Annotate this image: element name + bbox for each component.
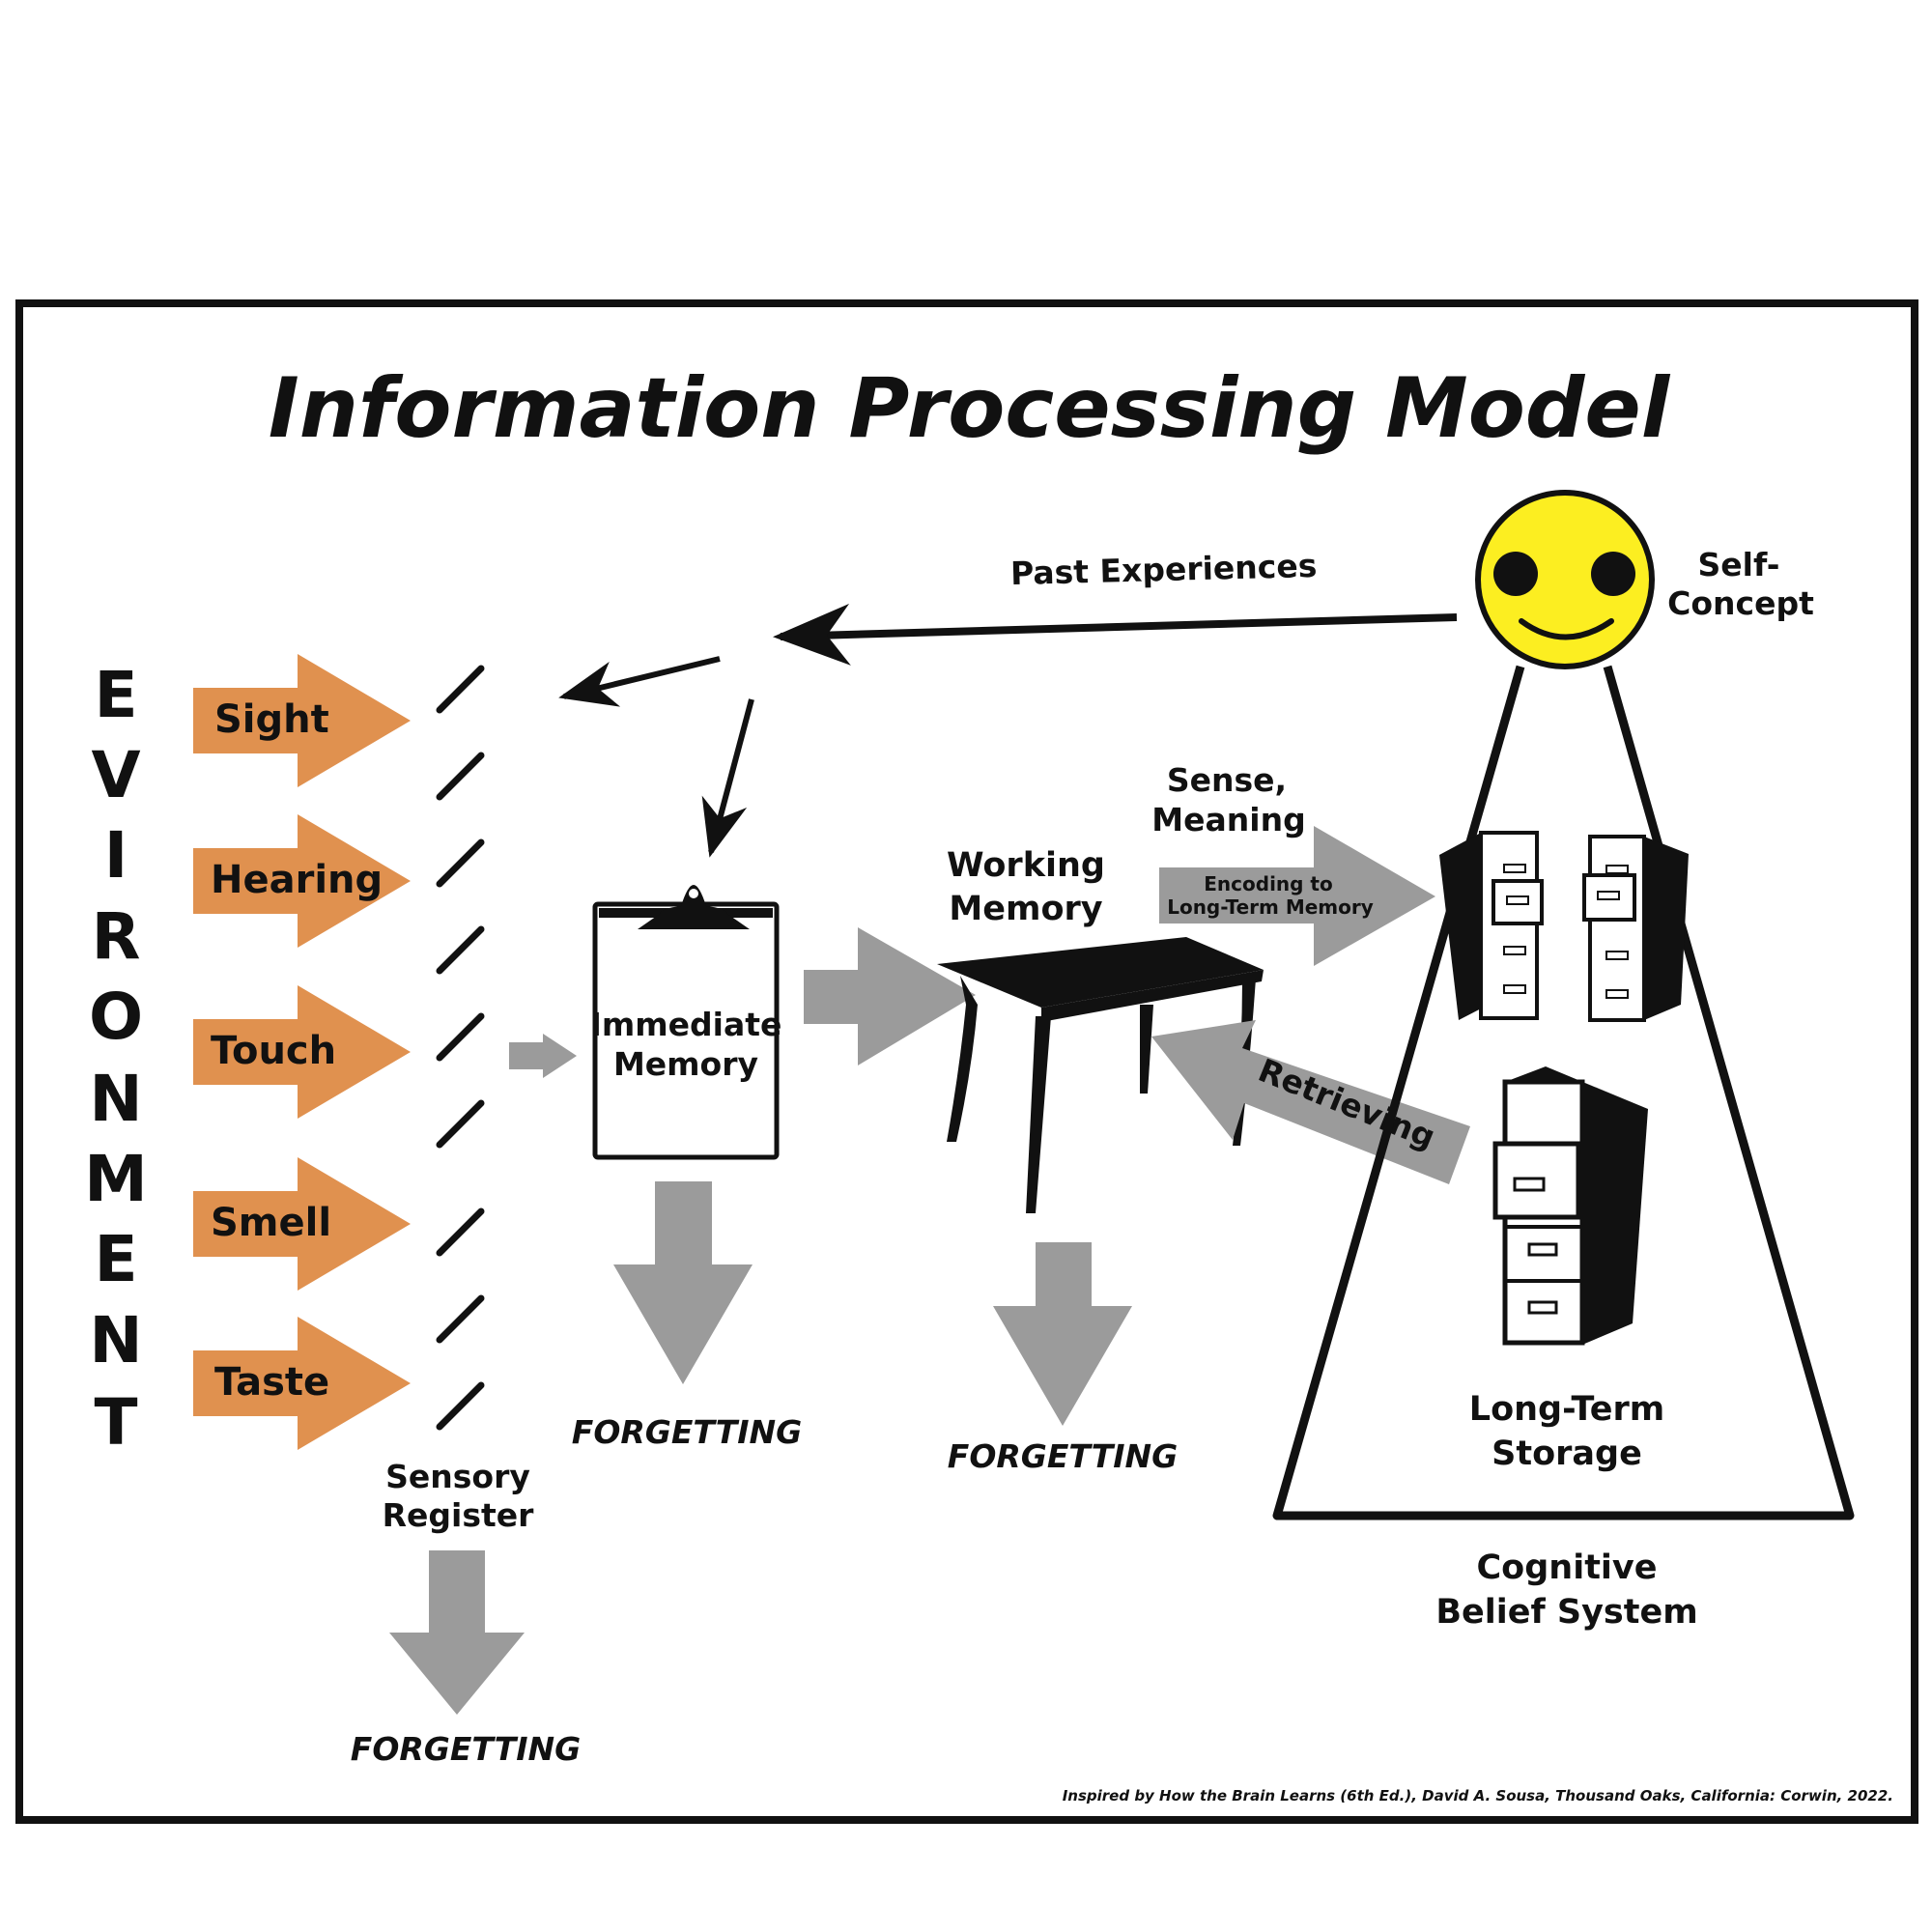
sensory-register-slashes (436, 665, 485, 1431)
environment-letter: O (89, 980, 143, 1054)
past-experiences-arrow-immediate (701, 698, 754, 858)
table-icon (937, 937, 1264, 1213)
sense-arrows: Sight Hearing Touch Smell Taste (193, 654, 411, 1450)
retrieving-arrow (1151, 1020, 1470, 1184)
self-concept-label: Concept (1667, 584, 1814, 622)
past-experiences-arrow-sensory (558, 656, 721, 707)
environment-letter: I (104, 818, 128, 893)
sense-label: Sight (214, 697, 329, 742)
working-memory-label: Memory (949, 890, 1102, 928)
forgetting-label: FORGETTING (351, 1730, 581, 1768)
cognitive-belief-system-label: Belief System (1435, 1593, 1697, 1632)
sense-label: Taste (214, 1360, 329, 1405)
environment-letter: E (94, 658, 137, 732)
immediate-to-working-arrow (804, 927, 976, 1065)
sense-arrow-sight: Sight (193, 654, 411, 787)
filing-cabinet-icon (1492, 1066, 1648, 1346)
environment-letter: V (91, 738, 140, 812)
sense-label: Touch (211, 1029, 336, 1073)
environment-letter: R (92, 899, 141, 974)
filing-cabinet-icon (1439, 831, 1544, 1020)
past-experiences-arrow-main (773, 603, 1458, 666)
page-title: Information Processing Model (269, 360, 1671, 457)
citation: Inspired by How the Brain Learns (6th Ed… (1063, 1787, 1893, 1804)
encoding-label: Encoding to (1204, 872, 1333, 895)
past-experiences-label: Past Experiences (1010, 547, 1318, 592)
environment-letter: N (89, 1062, 142, 1136)
forgetting-label: FORGETTING (572, 1413, 802, 1451)
long-term-storage-label: Storage (1492, 1435, 1642, 1473)
sensory-register-label: Sensory (385, 1458, 530, 1495)
sense-arrow-taste: Taste (193, 1317, 411, 1450)
sense-label: Smell (211, 1201, 331, 1245)
sense-arrow-smell: Smell (193, 1157, 411, 1291)
sense-arrow-touch: Touch (193, 985, 411, 1119)
environment-label: E V I R O N M E N T (84, 658, 148, 1460)
forgetting-arrow-immediate (613, 1181, 753, 1384)
forgetting-arrow-working (993, 1242, 1132, 1426)
environment-letter: T (94, 1385, 137, 1460)
environment-letter: M (84, 1142, 148, 1216)
sense-label: Hearing (211, 858, 383, 902)
filing-cabinet-icon (1582, 835, 1689, 1022)
immediate-memory-label: Immediate (590, 1006, 782, 1043)
cognitive-belief-triangle (1272, 665, 1855, 1520)
immediate-memory-label: Memory (613, 1045, 758, 1083)
environment-letter: E (94, 1222, 137, 1296)
environment-letter: N (89, 1303, 142, 1378)
self-concept-label: Self- (1698, 546, 1780, 583)
sense-meaning-label: Sense, (1167, 761, 1287, 799)
encoding-arrow (1159, 826, 1435, 966)
encoding-label: Long-Term Memory (1167, 895, 1374, 919)
sense-meaning-label: Meaning (1151, 801, 1305, 838)
forgetting-arrow-sensory (389, 1550, 525, 1715)
sense-arrow-hearing: Hearing (193, 814, 411, 948)
cognitive-belief-system-label: Cognitive (1477, 1548, 1658, 1587)
long-term-storage-label: Long-Term (1469, 1390, 1664, 1429)
sensory-to-immediate-arrow (509, 1034, 577, 1078)
clipboard-icon (592, 885, 780, 1160)
smiley-face-icon (1475, 490, 1655, 669)
sensory-register-label: Register (383, 1496, 535, 1534)
working-memory-label: Working (947, 846, 1105, 885)
forgetting-label: FORGETTING (948, 1437, 1178, 1475)
